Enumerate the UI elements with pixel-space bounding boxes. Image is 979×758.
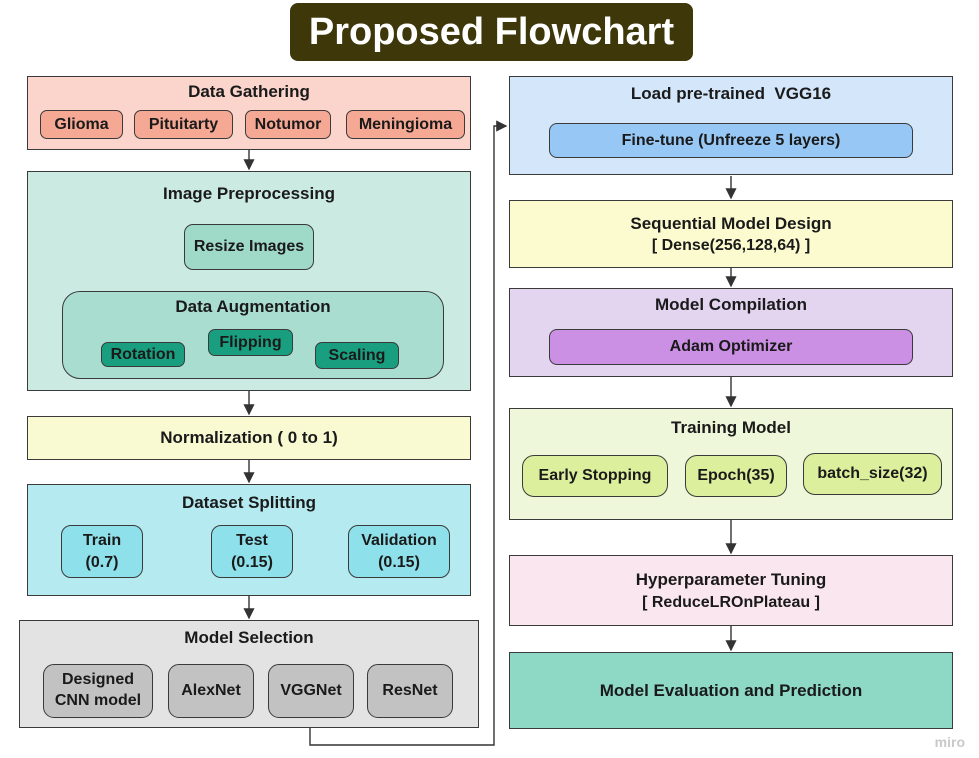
dataset-splitting-panel: Dataset Splitting Train (0.7) Test (0.15… [27, 484, 471, 596]
early-stopping-chip: Early Stopping [522, 455, 668, 497]
resize-images-chip: Resize Images [184, 224, 314, 270]
image-preprocessing-panel: Image Preprocessing Resize Images Data A… [27, 171, 471, 391]
miro-watermark: miro [934, 734, 965, 750]
rotation-chip: Rotation [101, 342, 185, 367]
image-preprocessing-title: Image Preprocessing [163, 184, 335, 203]
flipping-chip: Flipping [208, 329, 293, 356]
vgg16-panel: Load pre-trained VGG16 Fine-tune (Unfree… [509, 76, 953, 175]
training-model-panel: Training Model Early Stopping Epoch(35) … [509, 408, 953, 520]
sequential-model-panel: Sequential Model Design [ Dense(256,128,… [509, 200, 953, 268]
normalization-panel: Normalization ( 0 to 1) [27, 416, 471, 460]
model-evaluation-panel: Model Evaluation and Prediction [509, 652, 953, 729]
dataset-splitting-title: Dataset Splitting [181, 493, 317, 512]
arrow-selection-to-vgg [309, 120, 508, 746]
data-augmentation-title: Data Augmentation [175, 297, 331, 316]
adam-optimizer-chip: Adam Optimizer [549, 329, 913, 365]
designed-cnn-chip: Designed CNN model [43, 664, 153, 718]
sequential-model-title: Sequential Model Design [630, 213, 832, 233]
fine-tune-chip: Fine-tune (Unfreeze 5 layers) [549, 123, 913, 158]
model-selection-panel: Model Selection Designed CNN model AlexN… [19, 620, 479, 728]
hyperparameter-tuning-panel: Hyperparameter Tuning [ ReduceLROnPlatea… [509, 555, 953, 626]
model-compilation-panel: Model Compilation Adam Optimizer [509, 288, 953, 377]
data-gathering-title: Data Gathering [188, 82, 310, 101]
vgg16-title: Load pre-trained VGG16 [630, 84, 832, 103]
dense-layers-label: [ Dense(256,128,64) ] [651, 236, 811, 254]
class-chip-notumor: Notumor [245, 110, 331, 139]
scaling-chip: Scaling [315, 342, 399, 369]
data-augmentation-group: Data Augmentation Rotation Flipping Scal… [62, 291, 444, 379]
model-compilation-title: Model Compilation [654, 295, 808, 314]
reduce-lr-label: [ ReduceLROnPlateau ] [642, 593, 820, 611]
flowchart-title: Proposed Flowchart [290, 3, 693, 61]
training-model-title: Training Model [671, 418, 791, 437]
vggnet-chip: VGGNet [268, 664, 354, 718]
data-gathering-panel: Data Gathering Glioma Pituitarty Notumor… [27, 76, 471, 150]
validation-split-chip: Validation (0.15) [348, 525, 450, 578]
alexnet-chip: AlexNet [168, 664, 254, 718]
model-selection-title: Model Selection [184, 628, 314, 647]
train-split-chip: Train (0.7) [61, 525, 143, 578]
class-chip-glioma: Glioma [40, 110, 123, 139]
epoch-chip: Epoch(35) [685, 455, 787, 497]
hyperparameter-tuning-title: Hyperparameter Tuning [635, 569, 827, 589]
batch-size-chip: batch_size(32) [803, 453, 942, 495]
test-split-chip: Test (0.15) [211, 525, 293, 578]
class-chip-meningioma: Meningioma [346, 110, 465, 139]
resnet-chip: ResNet [367, 664, 453, 718]
class-chip-pituitary: Pituitarty [134, 110, 233, 139]
